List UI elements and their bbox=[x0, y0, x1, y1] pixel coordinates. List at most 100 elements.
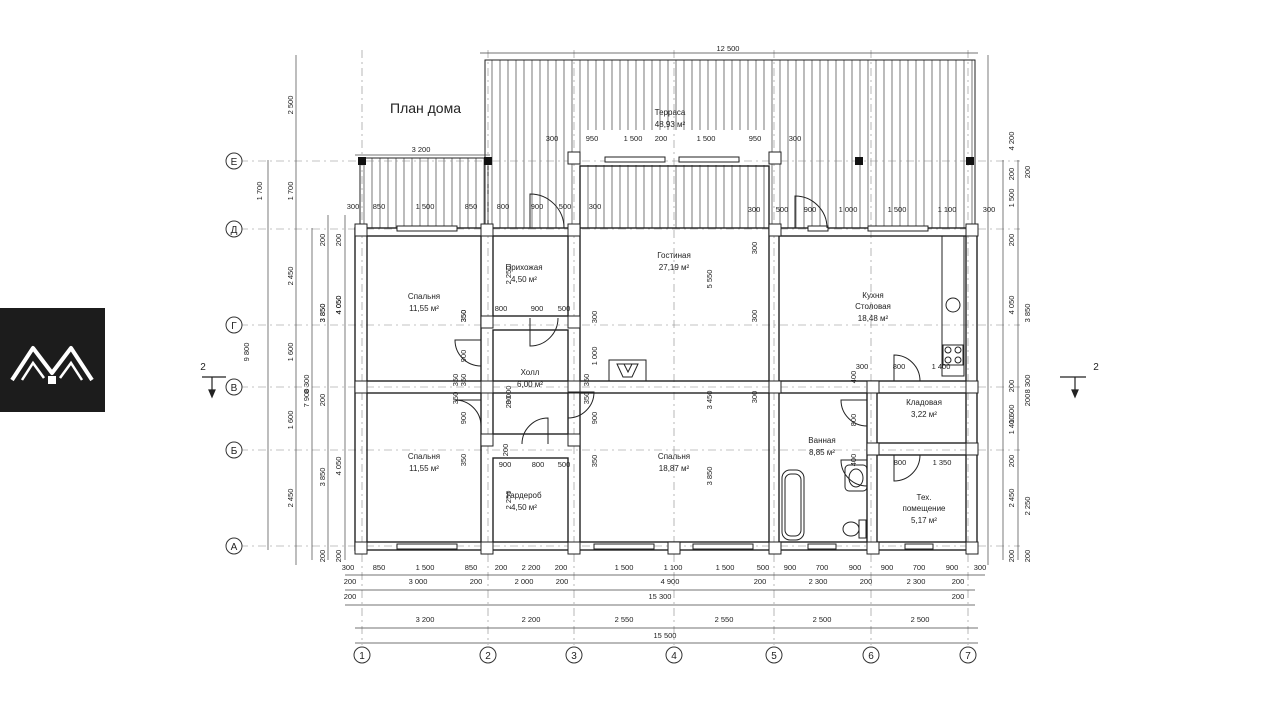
dimension-label: 900 bbox=[590, 412, 599, 425]
dimension-label: 3 850 bbox=[705, 467, 714, 486]
dimension-label: 950 bbox=[586, 134, 599, 143]
dimension-label: 9 800 bbox=[242, 343, 251, 362]
doors bbox=[454, 193, 921, 487]
room-name-label: Кладовая bbox=[906, 398, 942, 407]
dimension-label: 15 500 bbox=[654, 631, 677, 640]
dimension-label: 1 700 bbox=[255, 182, 264, 201]
dimension-label: 4 050 bbox=[1007, 296, 1016, 315]
dimension-label: 800 bbox=[497, 202, 510, 211]
dimension-label: 200 bbox=[501, 444, 510, 457]
dimension-label: 8 300 bbox=[302, 375, 311, 394]
room-name-label: Спальня bbox=[408, 452, 440, 461]
dimension-label: 300 bbox=[750, 391, 759, 404]
dimension-label: 2 450 bbox=[1007, 489, 1016, 508]
dimension-label: 300 bbox=[748, 205, 761, 214]
dimension-label: 12 500 bbox=[717, 44, 740, 53]
dimension-label: 200 bbox=[1007, 234, 1016, 247]
dimension-label: 700 bbox=[913, 563, 926, 572]
dimension-label: 3 200 bbox=[412, 145, 431, 154]
dimension-label: 7 900 bbox=[302, 389, 311, 408]
dimension-label: 2 500 bbox=[813, 615, 832, 624]
dimension-label: 1 500 bbox=[416, 202, 435, 211]
dimension-label: 200 bbox=[860, 577, 873, 586]
dimension-label: 1 000 bbox=[590, 347, 599, 366]
dimension-label: 900 bbox=[784, 563, 797, 572]
windows bbox=[396, 156, 934, 550]
room-area-label: 18,87 м² bbox=[659, 464, 690, 473]
dimension-label: 900 bbox=[459, 350, 468, 363]
dimension-label: 900 bbox=[531, 304, 544, 313]
dimension-label: 950 bbox=[749, 134, 762, 143]
axis-row-label: Г bbox=[231, 321, 237, 332]
dimension-label: 500 bbox=[757, 563, 770, 572]
dimension-label: 700 bbox=[816, 563, 829, 572]
room-area-label: 48,93 м² bbox=[655, 120, 686, 129]
dimension-label: 500 bbox=[558, 460, 571, 469]
dimension-label: 4 200 bbox=[1007, 132, 1016, 151]
dimension-label: 300 bbox=[342, 563, 355, 572]
dimension-label: 2 000 bbox=[515, 577, 534, 586]
section-mark-label: 2 bbox=[200, 362, 206, 373]
dimension-label: 1 100 bbox=[938, 205, 957, 214]
dimension-label: 800 bbox=[894, 458, 907, 467]
dimension-label: 300 bbox=[750, 242, 759, 255]
dimension-label: 2 550 bbox=[615, 615, 634, 624]
dimension-label: 200 bbox=[952, 592, 965, 601]
dimension-label: 200 bbox=[1007, 550, 1016, 563]
room-name-label: Прихожая bbox=[505, 263, 542, 272]
dimension-label: 1 500 bbox=[624, 134, 643, 143]
dimension-label: 15 300 bbox=[649, 592, 672, 601]
dimension-label: 200 bbox=[754, 577, 767, 586]
dimension-label: 1 350 bbox=[933, 458, 952, 467]
dimension-label: 2 500 bbox=[911, 615, 930, 624]
dimension-label: 1 500 bbox=[716, 563, 735, 572]
room-area-label: 6,00 м² bbox=[517, 380, 543, 389]
dimension-label: 1 100 bbox=[664, 563, 683, 572]
axis-column-label: 6 bbox=[868, 651, 874, 662]
room-name-label: Терраса bbox=[655, 108, 686, 117]
dimension-label: 4 050 bbox=[334, 296, 343, 315]
dimension-label: 200 bbox=[504, 396, 513, 409]
dimension-label: 200 bbox=[1007, 380, 1016, 393]
dimension-label: 850 bbox=[373, 202, 386, 211]
dimension-label: 200 bbox=[318, 394, 327, 407]
dimension-label: 2 250 bbox=[504, 266, 513, 285]
axis-row-label: Д bbox=[231, 225, 238, 236]
dimension-label: 900 bbox=[499, 460, 512, 469]
dimension-label: 850 bbox=[373, 563, 386, 572]
dimension-label: 300 bbox=[590, 311, 599, 324]
dimension-label: 800 bbox=[849, 414, 858, 427]
dimension-label: 1 500 bbox=[1007, 189, 1016, 208]
dimension-label: 200 bbox=[1023, 166, 1032, 179]
roof-logo-icon bbox=[10, 346, 94, 384]
dimension-label: 200 bbox=[1023, 394, 1032, 407]
dimension-label: 1 700 bbox=[286, 182, 295, 201]
axis-column-label: 7 bbox=[965, 651, 971, 662]
room-name-label: Спальня bbox=[408, 292, 440, 301]
dimension-label: 2 250 bbox=[504, 491, 513, 510]
dimension-label: 300 bbox=[750, 310, 759, 323]
dimension-label: 3 000 bbox=[409, 577, 428, 586]
brand-logo bbox=[0, 308, 105, 412]
dimension-label: 1 600 bbox=[1007, 405, 1016, 424]
axis-column-label: 4 bbox=[671, 651, 677, 662]
dimension-label: 200 bbox=[318, 234, 327, 247]
dimension-label: 200 bbox=[655, 134, 668, 143]
room-name-label: Тех. bbox=[917, 493, 932, 502]
dimension-label: 200 bbox=[318, 550, 327, 563]
dimension-label: 4 050 bbox=[334, 457, 343, 476]
dimension-label: 1 400 bbox=[932, 362, 951, 371]
dimension-label: 200 bbox=[470, 577, 483, 586]
section-mark-label: 2 bbox=[1093, 362, 1099, 373]
dimension-label: 200 bbox=[555, 563, 568, 572]
dimension-lines bbox=[267, 52, 1019, 644]
axis-column-label: 3 bbox=[571, 651, 577, 662]
dimension-label: 200 bbox=[495, 563, 508, 572]
dimension-label: 350 bbox=[582, 392, 591, 405]
dimension-label: 1 500 bbox=[615, 563, 634, 572]
axis-bubbles bbox=[225, 152, 977, 664]
dimension-label: 900 bbox=[459, 412, 468, 425]
room-name-label: Гостиная bbox=[657, 251, 691, 260]
